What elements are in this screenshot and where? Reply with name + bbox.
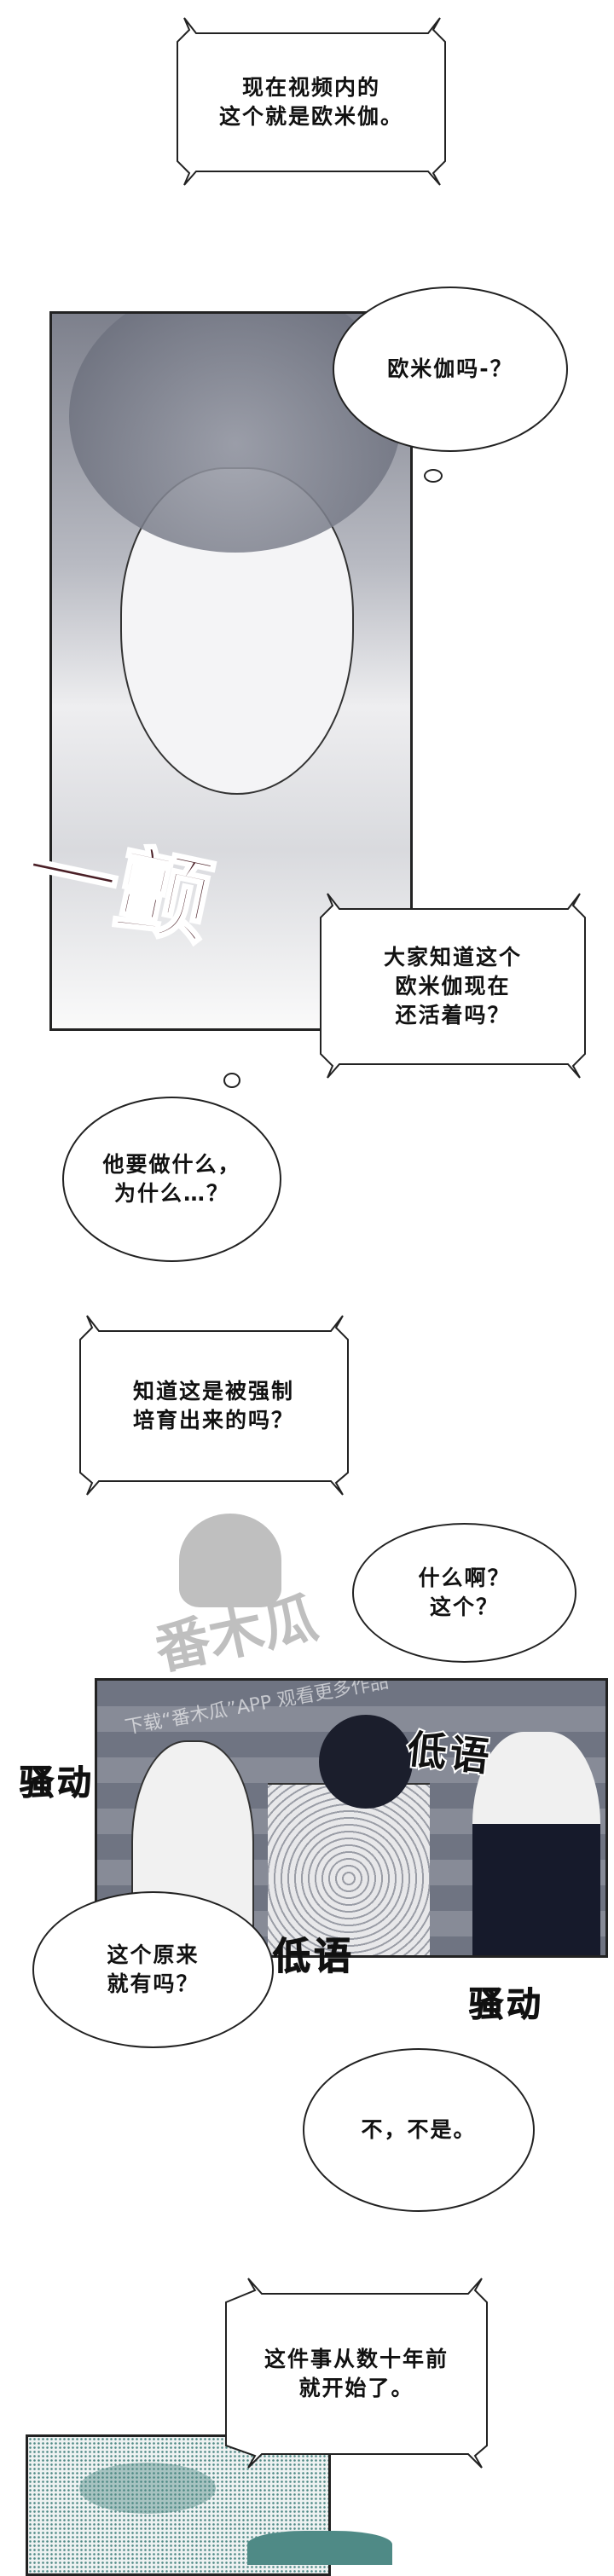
caption-box: 现在视频内的这个就是欧米伽。 <box>172 17 450 186</box>
thought-dot <box>424 469 443 483</box>
sfx-green-shape <box>247 2531 392 2565</box>
bubble-text: 就有吗？ <box>107 1971 200 1996</box>
speech-bubble: 什么啊？ 这个？ <box>352 1523 576 1663</box>
character-dark-hair <box>319 1715 413 1809</box>
caption-line: 培育出来的吗？ <box>132 1408 294 1433</box>
caption-line: 知道这是被强制 <box>132 1379 294 1404</box>
thought-bubble: 欧米伽吗-？ <box>333 287 568 452</box>
comic-panel-halftone <box>26 2434 331 2576</box>
caption-line: 就开始了。 <box>298 2376 414 2400</box>
bubble-text: 为什么…？ <box>113 1181 229 1206</box>
mascot-icon <box>179 1514 281 1607</box>
caption-line: 大家知道这个 <box>383 945 522 970</box>
thought-dot <box>223 1073 240 1088</box>
watermark-text: 番木瓜 <box>149 1586 323 1683</box>
character-right <box>472 1732 600 1955</box>
sfx-commotion: 骚动 <box>20 1763 95 1803</box>
bubble-text: 这个原来 <box>107 1942 200 1967</box>
character-patterned-shirt <box>268 1783 430 1955</box>
caption-box: 知道这是被强制培育出来的吗？ <box>75 1315 352 1496</box>
caption-line: 这个就是欧米伽。 <box>218 104 403 129</box>
caption-line: 欧米伽现在 <box>395 974 511 999</box>
bubble-text: 这个？ <box>429 1595 499 1619</box>
watermark-logo: 番木瓜 <box>136 1514 401 1735</box>
caption-line: 现在视频内的 <box>241 75 380 100</box>
caption-box: 大家知道这个欧米伽现在还活着吗？ <box>316 893 590 1079</box>
caption-box: 这件事从数十年前就开始了。 <box>221 2278 492 2469</box>
bubble-text: 欧米伽吗-？ <box>387 356 513 381</box>
sfx-commotion: 骚动 <box>469 1985 544 2025</box>
speech-bubble: 不，不是。 <box>303 2048 535 2212</box>
bubble-text: 不，不是。 <box>361 2117 477 2142</box>
bubble-text: 什么啊？ <box>418 1566 511 1590</box>
sfx-whisper: 低语 <box>273 1935 355 1979</box>
caption-line: 还活着吗？ <box>395 1003 511 1028</box>
caption-line: 这件事从数十年前 <box>264 2347 449 2371</box>
halftone-face <box>79 2463 216 2514</box>
sfx-whisper: 低语 <box>403 1724 496 1782</box>
speech-bubble: 这个原来就有吗？ <box>32 1891 274 2048</box>
bubble-text: 他要做什么， <box>102 1152 241 1177</box>
thought-bubble: 他要做什么， 为什么…？ <box>62 1097 281 1262</box>
